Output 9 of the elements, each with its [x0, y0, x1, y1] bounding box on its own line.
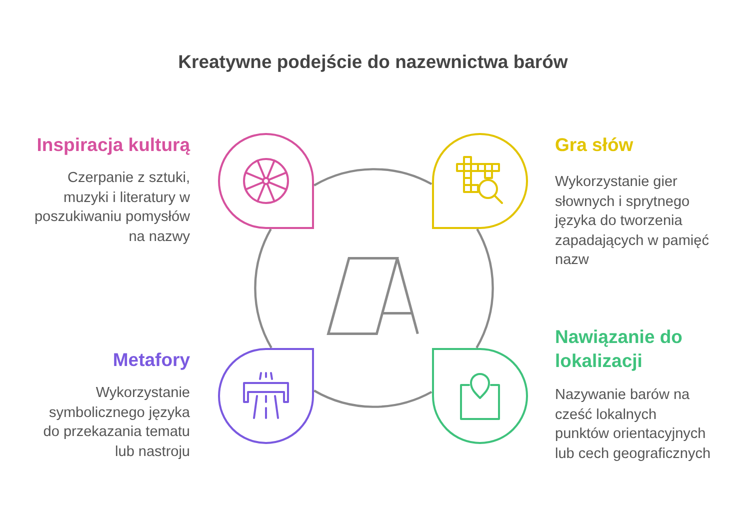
description-text: Czerpanie z sztuki, muzyki i literatury w poszukiwaniu pomysłów na nazwy — [33, 169, 190, 246]
description-text: Wykorzystanie gier słownych i sprytnego języka do tworzenia zapadających w pamięć nazw — [555, 173, 710, 270]
description-text: Wykorzystanie symbolicznego języka do przekazania tematu lub nastroju — [42, 384, 190, 462]
section-heading: Gra słów — [555, 134, 634, 156]
section-heading: Metafory — [112, 349, 190, 371]
section-heading: Nawiązanie do lokalizacji — [555, 325, 684, 373]
description-text: Nazywanie barów na cześć lokalnych punktów orientacyjnych lub cech geograficznych — [555, 386, 712, 464]
section-heading: Inspiracja kulturą — [36, 134, 190, 156]
title: Kreatywne podejście do nazewnictwa barów — [177, 51, 569, 73]
